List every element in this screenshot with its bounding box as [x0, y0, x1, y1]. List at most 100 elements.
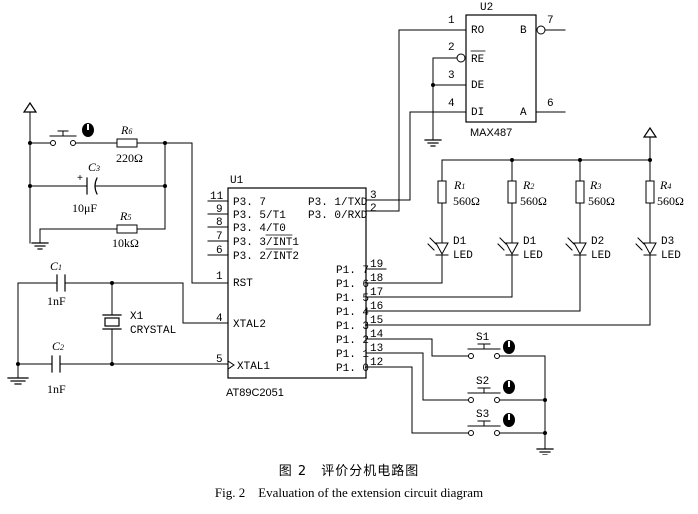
- u2-body: [465, 14, 537, 123]
- led-d1b: [497, 237, 519, 256]
- c2-value: 1nF: [47, 382, 66, 396]
- c1-value: 1nF: [47, 294, 66, 308]
- led2-type: LED: [523, 250, 543, 262]
- led1-type: LED: [453, 250, 473, 262]
- u1-ref: U1: [230, 175, 244, 187]
- led3-type: LED: [591, 250, 611, 262]
- r5-ref: R5: [119, 209, 131, 223]
- u1-pinnum-4: 4: [216, 313, 223, 325]
- c3-value: 10μF: [72, 201, 97, 215]
- u1-pinnum-3: 3: [370, 190, 377, 202]
- u1-pin-p11: P1. 1: [336, 349, 369, 361]
- u1-pinnum-15: 15: [370, 315, 383, 327]
- led-network: R1 560Ω R2 560Ω R3 560Ω R4 560Ω D1 LED D…: [427, 126, 684, 326]
- circuit-schematic: U2 MAX487 RO RE DE DI B A 1 2 3 4 7 6 U1: [7, 2, 684, 455]
- led-d3: [635, 237, 657, 256]
- u2-pin-re: RE: [471, 54, 485, 66]
- u1-pin-xtal2: XTAL2: [233, 319, 266, 331]
- r1-ref: R1: [453, 178, 465, 192]
- u2-pinnum-7: 7: [547, 15, 554, 27]
- u1-pin-p17: P1. 7: [336, 265, 369, 277]
- vcc-arrow-icon: [642, 126, 658, 138]
- u1-pinnum-5: 5: [216, 354, 223, 366]
- c3-ref: C3: [88, 160, 100, 174]
- u2-pinnum-1: 1: [448, 15, 455, 27]
- s1-button-icon: [503, 340, 515, 354]
- u2-pinnum-4: 4: [448, 98, 455, 110]
- s3-ref: S3: [476, 409, 489, 421]
- r1-value: 560Ω: [453, 194, 480, 208]
- u2-pin-a: A: [520, 107, 527, 119]
- vcc-arrow-icon: [22, 101, 38, 113]
- r3-value: 560Ω: [588, 194, 615, 208]
- x1-label: CRYSTAL: [130, 325, 176, 337]
- r4-value: 560Ω: [657, 194, 684, 208]
- r2-resistor: [507, 180, 517, 204]
- u2-pinnum-2: 2: [448, 42, 455, 54]
- led-d2: [565, 237, 587, 256]
- u1-pinnum-11: 11: [210, 191, 224, 203]
- x1-crystal: [102, 314, 122, 330]
- u1-pin-p35: P3. 5/T1: [233, 210, 286, 222]
- x1-ref: X1: [130, 311, 144, 323]
- switch-s2: [467, 387, 501, 403]
- u1-pin-p34: P3. 4/T0: [233, 223, 286, 235]
- c1-capacitor: [56, 274, 66, 292]
- u1-pin-rst: RST: [233, 278, 253, 290]
- u2-max487: U2 MAX487 RO RE DE DI B A 1 2 3 4 7 6: [398, 2, 566, 212]
- s2-button-icon: [503, 380, 515, 394]
- led1-ref: D1: [453, 236, 467, 248]
- figure-caption-chinese: 图 2 评价分机电路图: [278, 464, 420, 479]
- u1-pin-p31: P3. 1/TXD: [308, 197, 368, 209]
- switch-s3: [467, 420, 501, 436]
- u1-pin-p10: P1. 0: [336, 363, 369, 375]
- s3-button-icon: [503, 413, 515, 427]
- oscillator-network: C1 1nF C2 1nF X1 CRYSTAL: [7, 259, 229, 396]
- r6-resistor: [116, 138, 138, 148]
- u1-pinnum-1: 1: [216, 271, 223, 283]
- led3-ref: D2: [591, 236, 604, 248]
- u1-pinnum-17: 17: [370, 287, 383, 299]
- r2-ref: R2: [522, 178, 534, 192]
- u1-pin-p32: P3. 2/INT2: [233, 251, 299, 263]
- reset-pushbutton: [49, 130, 77, 146]
- c3-capacitor: [86, 177, 98, 195]
- u2-part: MAX487: [470, 127, 512, 139]
- figure-caption-english: Fig. 2 Evaluation of the extension circu…: [214, 485, 484, 500]
- ground-symbol: [536, 448, 554, 455]
- c1-ref: C1: [50, 259, 62, 273]
- switch-network: S1 S2 S3: [365, 332, 554, 455]
- switch-s1: [467, 343, 501, 359]
- u1-pin-p13: P1. 3: [336, 321, 369, 333]
- led-d1a: [427, 237, 449, 256]
- r6-ref: R6: [120, 123, 132, 137]
- u2-pin-di: DI: [471, 107, 484, 119]
- u1-pinnum-12: 12: [370, 357, 383, 369]
- r4-resistor: [645, 180, 655, 204]
- r1-resistor: [437, 180, 447, 204]
- c2-capacitor: [51, 355, 61, 373]
- u1-pinnum-9: 9: [216, 204, 223, 216]
- u1-pin-p30: P3. 0/RXD: [308, 210, 368, 222]
- u1-pin-p16: P1. 6: [336, 279, 369, 291]
- u2-ref: U2: [480, 2, 493, 14]
- s2-ref: S2: [476, 376, 489, 388]
- u1-pinnum-19: 19: [370, 259, 383, 271]
- u2-pinnum-6: 6: [547, 98, 554, 110]
- c2-ref: C2: [52, 339, 64, 353]
- led2-ref: D1: [523, 236, 537, 248]
- reset-button-icon: [82, 123, 94, 137]
- ground-symbol: [31, 242, 49, 250]
- u1-at89c2051: U1 AT89C2051 P3. 7 P3. 5/T1 P3. 4/T0 P3.…: [207, 175, 651, 399]
- r6-value: 220Ω: [116, 151, 143, 165]
- u1-pin-p15: P1. 5: [336, 293, 369, 305]
- u2-pin-ro: RO: [471, 25, 485, 37]
- s1-ref: S1: [476, 332, 490, 344]
- r3-ref: R3: [589, 178, 601, 192]
- b-inversion-bubble: [536, 25, 546, 35]
- u1-pin-xtal1: XTAL1: [237, 361, 270, 373]
- u1-pinnum-7: 7: [216, 231, 223, 243]
- r3-resistor: [575, 180, 585, 204]
- r4-ref: R4: [659, 178, 671, 192]
- led4-type: LED: [661, 250, 681, 262]
